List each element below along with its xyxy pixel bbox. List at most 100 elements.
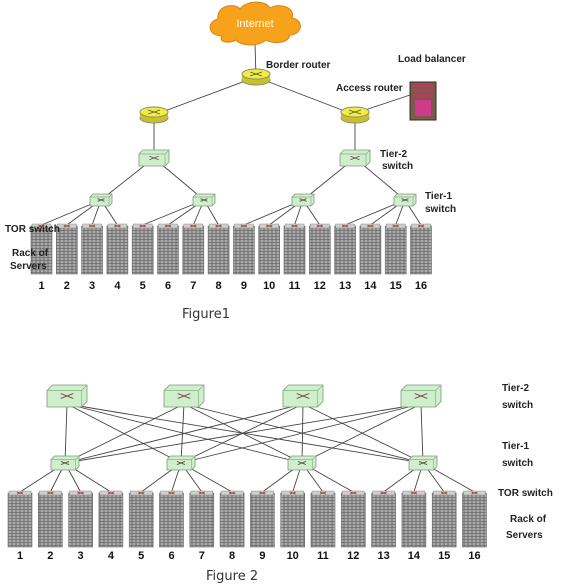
server-rack-icon bbox=[258, 223, 281, 275]
internet-cloud-icon: Internet bbox=[209, 1, 301, 46]
rack-number: 11 bbox=[317, 550, 329, 562]
server-rack-icon bbox=[462, 490, 487, 548]
server-rack-icon bbox=[371, 490, 396, 548]
rack-number: 14 bbox=[408, 550, 421, 562]
fig1-tier1-label-1: Tier-1 bbox=[425, 191, 452, 202]
tier1-switch-icon bbox=[291, 193, 315, 207]
link bbox=[66, 403, 182, 464]
server-rack-icon bbox=[182, 223, 205, 275]
link bbox=[183, 403, 424, 464]
load-balancer-icon bbox=[409, 81, 437, 121]
link bbox=[180, 403, 422, 464]
rack-number: 15 bbox=[438, 550, 450, 562]
tier2-switch-icon bbox=[138, 149, 170, 167]
tier2-switch-icon bbox=[282, 384, 324, 408]
rack-number: 15 bbox=[390, 280, 402, 292]
fig2-tor-label: TOR switch bbox=[498, 488, 553, 499]
server-rack-icon bbox=[233, 223, 255, 275]
tier1-switch-icon bbox=[89, 193, 113, 207]
link bbox=[64, 403, 68, 464]
tier2-switch-icon bbox=[163, 384, 205, 408]
link bbox=[255, 76, 356, 116]
fig2-tier1-label-1: Tier-1 bbox=[502, 441, 529, 452]
link bbox=[364, 94, 411, 111]
server-rack-icon bbox=[219, 490, 245, 548]
rack-number: 7 bbox=[190, 280, 196, 292]
rack-number: 10 bbox=[263, 280, 275, 292]
rack-number: 8 bbox=[229, 550, 235, 562]
fig1-tier2-label-1: Tier-2 bbox=[380, 149, 407, 160]
figure1-caption: Figure1 bbox=[182, 307, 230, 322]
fig2-rack-label-2: Servers bbox=[506, 530, 543, 541]
rack-number: 8 bbox=[216, 280, 222, 292]
tier1-switch-icon bbox=[192, 193, 216, 207]
rack-number: 13 bbox=[339, 280, 351, 292]
server-rack-icon bbox=[431, 490, 457, 548]
rack-number: 9 bbox=[259, 550, 265, 562]
load-balancer-label: Load balancer bbox=[398, 54, 466, 65]
rack-number: 1 bbox=[17, 550, 23, 562]
rack-number: 13 bbox=[377, 550, 389, 562]
fig2-tier2-label-2: switch bbox=[502, 400, 533, 411]
link bbox=[180, 403, 185, 464]
server-rack-icon bbox=[250, 490, 275, 548]
access-router-icon bbox=[340, 106, 370, 124]
rack-number: 16 bbox=[415, 280, 427, 292]
rack-number: 5 bbox=[140, 280, 146, 292]
tier1-switch-icon bbox=[408, 455, 438, 471]
server-rack-icon bbox=[283, 223, 306, 275]
rack-number: 16 bbox=[468, 550, 480, 562]
rack-number: 9 bbox=[241, 280, 247, 292]
server-rack-icon bbox=[401, 490, 427, 548]
server-rack-icon bbox=[308, 223, 331, 275]
tier2-switch-icon bbox=[400, 384, 442, 408]
link bbox=[302, 403, 424, 464]
rack-number: 3 bbox=[78, 550, 84, 562]
server-rack-icon bbox=[68, 490, 93, 548]
server-rack-icon bbox=[189, 490, 215, 548]
link bbox=[66, 403, 424, 464]
link bbox=[66, 403, 303, 464]
server-rack-icon bbox=[384, 223, 407, 275]
figure2-caption: Figure 2 bbox=[206, 569, 258, 584]
server-rack-icon bbox=[359, 223, 382, 275]
rack-number: 3 bbox=[89, 280, 95, 292]
rack-number: 11 bbox=[289, 280, 301, 292]
server-rack-icon bbox=[159, 490, 184, 548]
fig1-tier1-label-2: switch bbox=[425, 204, 456, 215]
fig2-rack-label-1: Rack of bbox=[510, 514, 547, 525]
rack-number: 4 bbox=[108, 550, 115, 562]
server-rack-icon bbox=[128, 490, 154, 548]
rack-number: 1 bbox=[38, 280, 44, 292]
internet-label: Internet bbox=[236, 18, 273, 30]
server-rack-icon bbox=[207, 223, 230, 275]
server-rack-icon bbox=[131, 223, 154, 275]
fig2-tier2-label-1: Tier-2 bbox=[502, 383, 529, 394]
rack-number: 7 bbox=[199, 550, 205, 562]
fig1-tier2-label-2: switch bbox=[382, 161, 413, 172]
rack-number: 10 bbox=[287, 550, 299, 562]
rack-number: 14 bbox=[364, 280, 377, 292]
router-icon bbox=[139, 106, 169, 124]
server-rack-icon bbox=[410, 223, 432, 275]
rack-number: 12 bbox=[347, 550, 359, 562]
fig1-rack-label-2: Servers bbox=[10, 261, 47, 272]
tier1-switch-icon bbox=[393, 193, 417, 207]
rack-number: 4 bbox=[114, 280, 121, 292]
rack-number: 6 bbox=[168, 550, 174, 562]
server-rack-icon bbox=[106, 223, 129, 275]
border-router-label: Border router bbox=[266, 60, 331, 71]
tier1-switch-icon bbox=[166, 455, 196, 471]
tier1-switch-icon bbox=[287, 455, 317, 471]
link bbox=[420, 403, 424, 464]
server-rack-icon bbox=[37, 490, 63, 548]
server-rack-icon bbox=[157, 223, 179, 275]
server-rack-icon bbox=[310, 490, 336, 548]
server-rack-icon bbox=[280, 490, 306, 548]
fig1-rack-label-1: Rack of bbox=[12, 248, 49, 259]
rack-number: 2 bbox=[47, 550, 53, 562]
server-rack-icon bbox=[334, 223, 356, 275]
rack-number: 2 bbox=[64, 280, 70, 292]
rack-number: 12 bbox=[314, 280, 326, 292]
